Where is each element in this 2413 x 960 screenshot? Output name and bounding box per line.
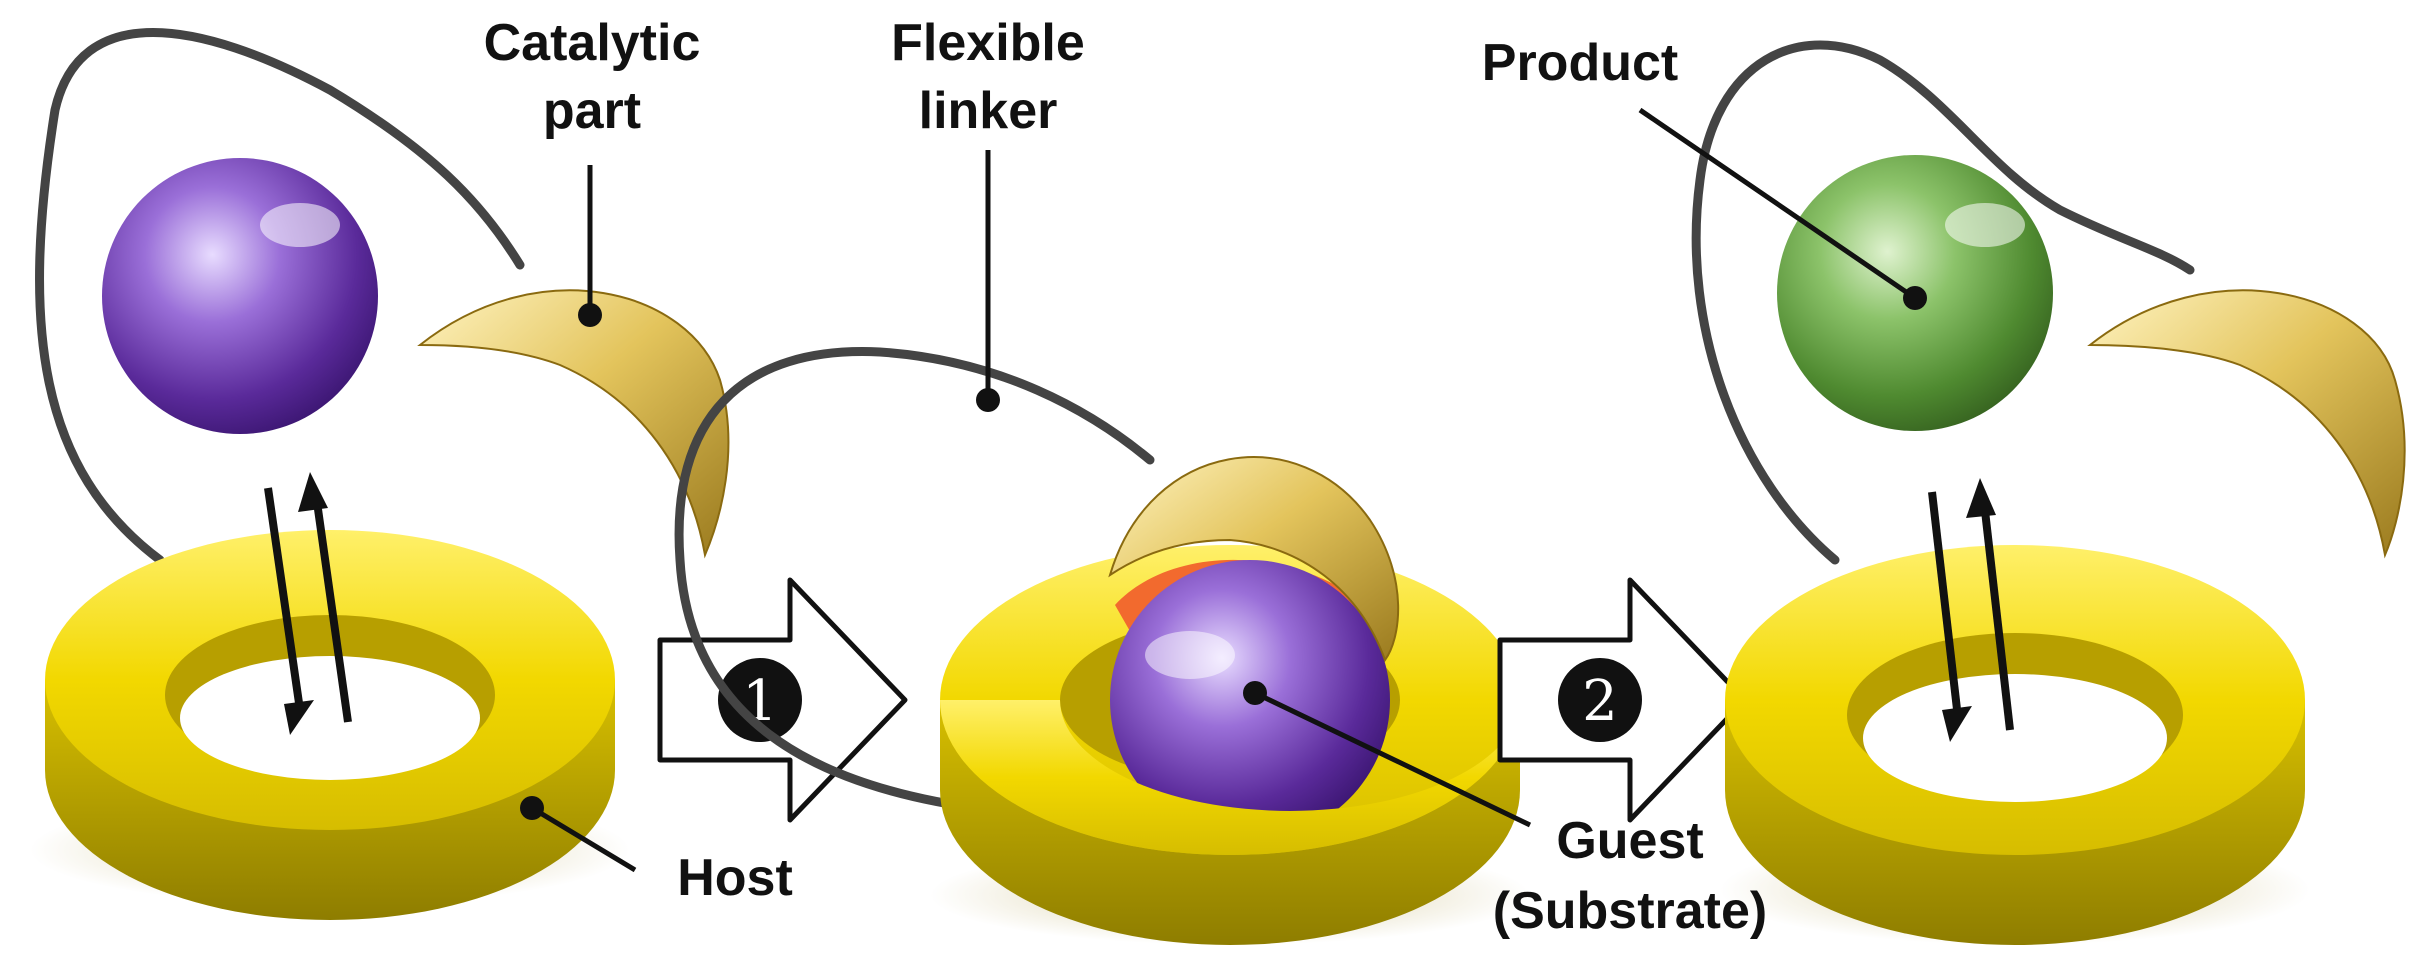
step-arrow-1: 1 xyxy=(657,577,908,823)
label-guest-line2: (Substrate) xyxy=(1493,882,1767,940)
step-arrow-2: 2 xyxy=(1497,577,1748,823)
callout-line-host xyxy=(530,805,637,873)
host-ring-2-front xyxy=(940,700,1520,855)
panel-3 xyxy=(1691,40,2406,945)
label-flexible-linker-line1: Flexible xyxy=(891,14,1085,72)
panel-2 xyxy=(674,347,1530,945)
flexible-linker-2 xyxy=(674,347,1155,815)
label-host: Host xyxy=(677,849,793,907)
catalytic-part-3 xyxy=(2087,289,2406,559)
label-product: Product xyxy=(1482,34,1678,92)
catalytic-part-2 xyxy=(1108,456,1400,663)
host-ring-3 xyxy=(1720,545,2310,945)
equilibrium-arrows-2 xyxy=(1928,478,2014,742)
host-ring-1 xyxy=(30,530,630,920)
step-number-badge-1 xyxy=(718,658,802,742)
label-flexible-linker-line2: linker xyxy=(919,82,1058,140)
flexible-linker-3 xyxy=(1691,40,2195,565)
step-number-2: 2 xyxy=(1582,669,1618,734)
label-catalytic-part-line2: part xyxy=(543,82,641,140)
callout-lines xyxy=(520,107,1927,873)
step-number-badge-2 xyxy=(1558,658,1642,742)
substrate-sphere-1 xyxy=(102,158,378,434)
callout-line-guest xyxy=(1253,690,1532,828)
equilibrium-arrows-1 xyxy=(264,472,352,735)
callout-line-product xyxy=(1638,107,1917,301)
label-guest-line1: Guest xyxy=(1556,812,1703,870)
label-catalytic-part-line1: Catalytic xyxy=(484,14,701,72)
panel-1 xyxy=(30,28,730,920)
catalytic-part-1 xyxy=(417,289,730,559)
flexible-linker-1 xyxy=(35,28,525,565)
